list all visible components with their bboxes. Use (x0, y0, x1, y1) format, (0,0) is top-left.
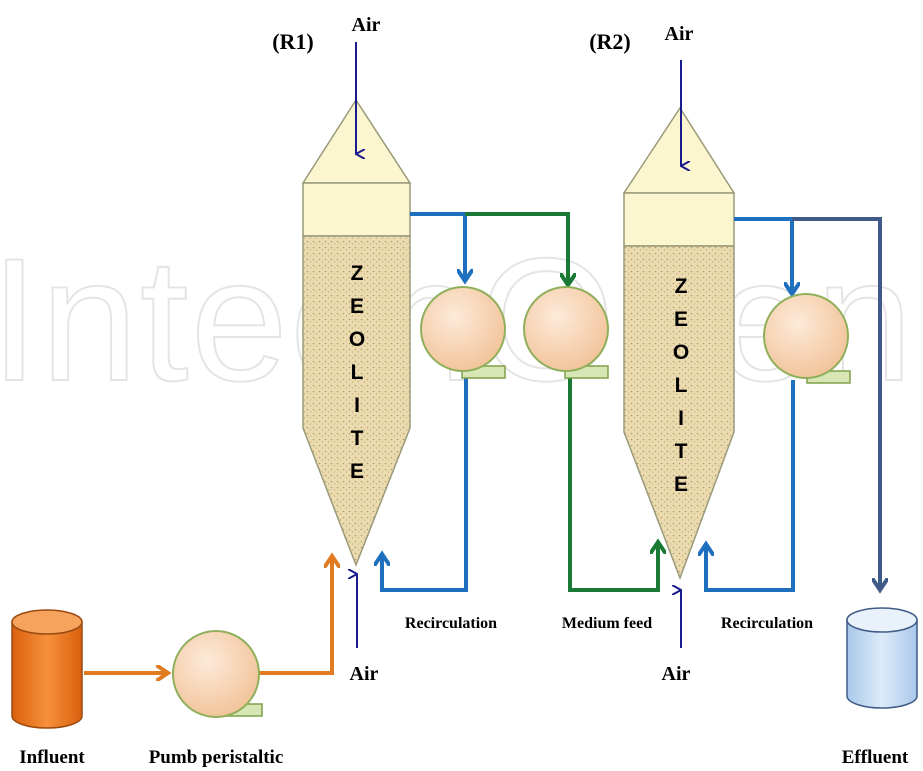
effluent-label: Effluent (842, 747, 909, 768)
r1-media-letter: L (351, 361, 364, 384)
r1-air-bottom-label: Air (350, 663, 379, 685)
r2-media-letter: E (674, 308, 688, 331)
r1-media-label: Z E O L I T E (349, 262, 365, 483)
influent-tank (11, 609, 83, 729)
recirculation-r2-label: Recirculation (721, 615, 813, 632)
r2-air-top-label: Air (665, 23, 694, 45)
reactor-r2-cone-top (622, 106, 736, 194)
influent-label: Influent (19, 747, 85, 768)
pump-icon (763, 293, 849, 379)
medium-feed-label: Medium feed (562, 615, 652, 632)
reactor-r1-media-bed (302, 235, 411, 568)
r2-air-bottom-label: Air (662, 663, 691, 685)
reactor-r2 (622, 106, 736, 581)
r1-air-top-label: Air (352, 14, 381, 36)
r1-media-letter: E (350, 295, 364, 318)
peristaltic-pump (172, 630, 263, 718)
r1-media-letter: T (351, 427, 364, 450)
r2-recirculation-pipe (706, 380, 795, 592)
pump-label: Pumb peristaltic (149, 747, 284, 768)
pump-icon (172, 630, 260, 718)
effluent-tank (846, 607, 918, 709)
r1-recirculation-pipe (382, 368, 468, 592)
effluent-pipe (792, 217, 880, 590)
r1-media-letter: I (354, 394, 360, 417)
r2-media-letter: L (675, 374, 688, 397)
reactor-r2-media-bed (623, 245, 735, 581)
r2-tag: (R2) (589, 29, 631, 54)
pump-icon (523, 286, 609, 372)
r2-media-letter: T (675, 440, 688, 463)
r2-media-letter: E (674, 473, 688, 496)
recirculation-r1-label: Recirculation (405, 615, 497, 632)
medium-feed-pipe (568, 368, 658, 592)
medium-feed-pump (523, 286, 609, 379)
r1-media-letter: Z (351, 262, 364, 285)
r1-tag: (R1) (272, 29, 314, 54)
r2-media-label: Z E O L I T E (673, 275, 689, 496)
r1-media-letter: E (350, 460, 364, 483)
r2-recirculation-pump (763, 293, 851, 384)
pump-icon (420, 286, 506, 372)
reactor-r2-head (623, 192, 735, 247)
r2-media-letter: Z (675, 275, 688, 298)
reactor-r1-head (302, 182, 411, 237)
r2-media-letter: I (678, 407, 684, 430)
r1-media-letter: O (349, 328, 365, 351)
pump-to-r1-pipe (258, 556, 332, 675)
r2-media-letter: O (673, 341, 689, 364)
r1-recirculation-pump (420, 286, 506, 379)
r1-to-pump2-pipe (465, 212, 568, 285)
